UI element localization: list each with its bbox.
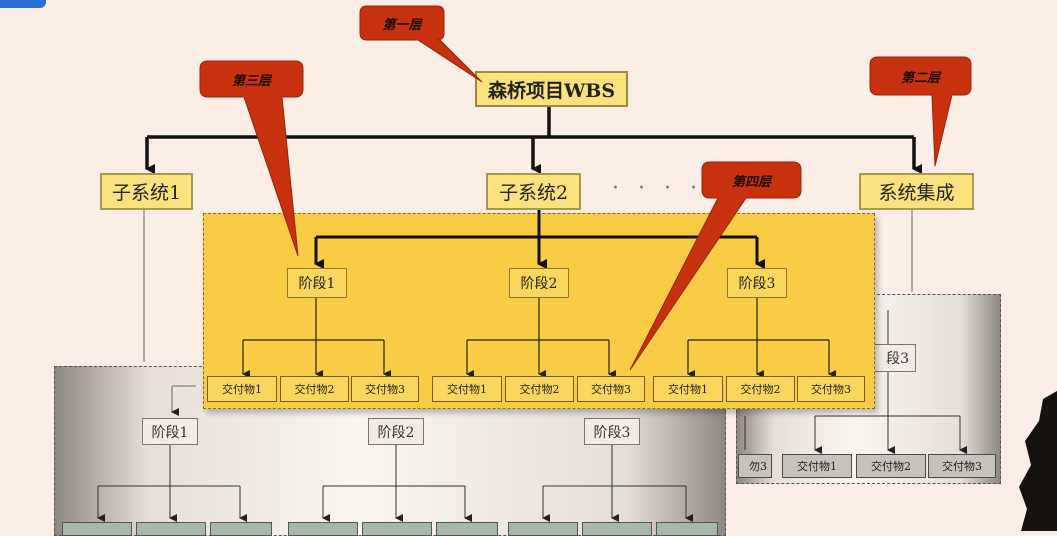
stage3-deliverable-1: 交付物1 [653, 376, 723, 402]
callout-level4-label: 第四层 [731, 174, 771, 190]
callout-level4-shape [629, 161, 802, 371]
window-corner-button[interactable] [0, 0, 46, 8]
stage1-deliverable-2: 交付物2 [280, 376, 349, 402]
stage3-deliverable-3: 交付物3 [797, 376, 865, 402]
callout-level3-label: 第三层 [231, 73, 271, 89]
subsystem1-node: 子系统1 [100, 173, 193, 210]
callout-level3-shape [199, 60, 304, 257]
callout-level2-shape [869, 56, 972, 167]
wbs-root-node: 森桥项目WBS [475, 71, 628, 107]
integration-deliverable-3: 交付物3 [928, 454, 996, 478]
stage1-deliverable-1: 交付物1 [207, 376, 277, 402]
callout-level1-shape [359, 5, 483, 83]
subsystem2-stage1-node: 阶段1 [287, 268, 347, 298]
subsystem1-stage2-node: 阶段2 [368, 418, 424, 445]
callout-level2-label: 第二层 [900, 70, 940, 86]
integration-deliverable-fragment: 勿3 [738, 454, 772, 478]
integration-stage3-node: 段3 [874, 344, 916, 372]
integration-deliverable-1: 交付物1 [782, 454, 852, 478]
subsystem1-stage1-node: 阶段1 [142, 418, 198, 445]
integration-deliverable-2: 交付物2 [856, 454, 926, 478]
system-integration-node: 系统集成 [859, 173, 974, 210]
stage2-deliverable-2: 交付物2 [505, 376, 574, 402]
decorative-rock [1019, 391, 1057, 531]
subsystem2-stage3-node: 阶段3 [727, 268, 787, 298]
stage2-deliverable-1: 交付物1 [432, 376, 502, 402]
stage3-deliverable-2: 交付物2 [726, 376, 795, 402]
subsystem2-node: 子系统2 [486, 173, 581, 210]
subsystem1-stage3-node: 阶段3 [584, 418, 640, 445]
callout-level1-label: 第一层 [382, 17, 422, 33]
stage1-deliverable-3: 交付物3 [351, 376, 419, 402]
stage2-deliverable-3: 交付物3 [577, 376, 645, 402]
subsystem2-stage2-node: 阶段2 [509, 268, 569, 298]
